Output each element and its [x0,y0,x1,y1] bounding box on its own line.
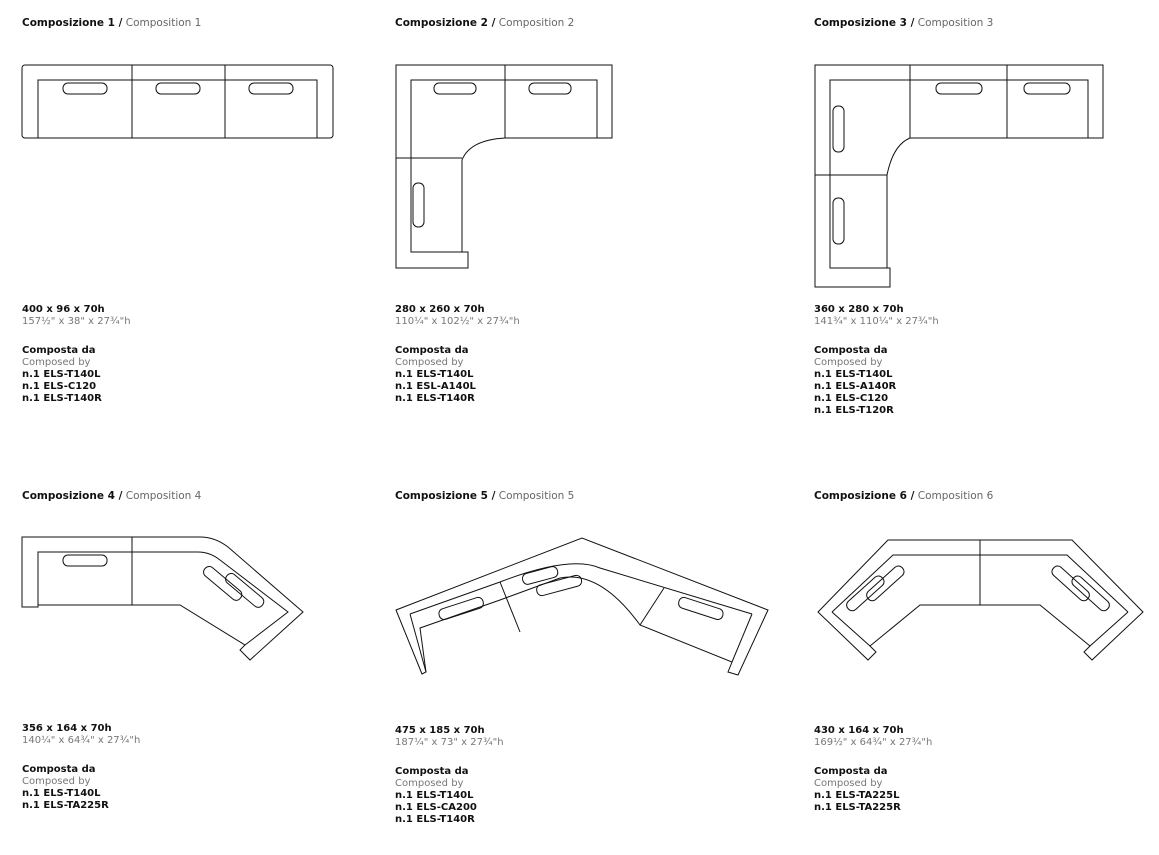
sofa-plan-drawing [21,536,304,661]
part-item: n.1 ELS-C120 [814,393,889,404]
part-item: n.1 ELS-TA225L [814,790,900,801]
dimensions-inches: 169½" x 64¾" x 27¾"h [814,737,933,748]
dimensions-inches: 141¾" x 110¼" x 27¾"h [814,316,939,327]
part-item: n.1 ELS-T140L [395,369,474,380]
dimensions-inches: 110¼" x 102½" x 27¾"h [395,316,520,327]
composed-label-en: Composed by [395,357,464,368]
composed-label-it: Composta da [395,345,469,356]
part-item: n.1 ESL-A140L [395,381,476,392]
composed-label-it: Composta da [814,766,888,777]
part-item: n.1 ELS-TA225R [22,800,109,811]
sofa-plan-drawing [21,64,334,139]
composed-label-it: Composta da [22,764,96,775]
composition-info: 430 x 164 x 70h 169½" x 64¾" x 27¾"h Com… [814,725,932,814]
part-item: n.1 ELS-A140R [814,381,897,392]
composed-label-en: Composed by [814,357,883,368]
composed-label-it: Composta da [22,345,96,356]
composition-info: 400 x 96 x 70h 157½" x 38" x 27¾"h Compo… [22,304,131,405]
sofa-plan-drawing [395,537,769,676]
composition-info: 280 x 260 x 70h 110¼" x 102½" x 27¾"h Co… [395,304,520,405]
part-item: n.1 ELS-TA225R [814,802,901,813]
composed-label-en: Composed by [22,357,91,368]
part-item: n.1 ELS-T140L [22,369,101,380]
composed-label-en: Composed by [22,776,91,787]
composition-info: 356 x 164 x 70h 140¼" x 64¾" x 27¾"h Com… [22,723,140,812]
dimensions-inches: 140¼" x 64¾" x 27¾"h [22,735,141,746]
sofa-plan-drawing [814,64,1104,288]
dimensions-cm: 280 x 260 x 70h [395,304,485,315]
part-item: n.1 ELS-T140L [22,788,101,799]
composed-label-it: Composta da [814,345,888,356]
composition-title: Composizione 6 / Composition 6 [814,490,994,502]
sofa-plan-drawing [395,64,613,269]
part-item: n.1 ELS-T140R [395,814,475,825]
dimensions-cm: 360 x 280 x 70h [814,304,904,315]
dimensions-inches: 187¼" x 73" x 27¾"h [395,737,504,748]
dimensions-cm: 400 x 96 x 70h [22,304,105,315]
composition-title: Composizione 4 / Composition 4 [22,490,202,502]
part-item: n.1 ELS-T140L [814,369,893,380]
part-item: n.1 ELS-T140L [395,790,474,801]
composition-title: Composizione 5 / Composition 5 [395,490,575,502]
part-item: n.1 ELS-T120R [814,405,894,416]
composition-title: Composizione 2 / Composition 2 [395,17,575,29]
composition-info: 360 x 280 x 70h 141¾" x 110¼" x 27¾"h Co… [814,304,939,417]
composition-info: 475 x 185 x 70h 187¼" x 73" x 27¾"h Comp… [395,725,504,826]
composition-title: Composizione 1 / Composition 1 [22,17,202,29]
dimensions-cm: 475 x 185 x 70h [395,725,485,736]
dimensions-cm: 356 x 164 x 70h [22,723,112,734]
part-item: n.1 ELS-T140R [395,393,475,404]
composed-label-en: Composed by [395,778,464,789]
part-item: n.1 ELS-CA200 [395,802,477,813]
composition-title: Composizione 3 / Composition 3 [814,17,994,29]
part-item: n.1 ELS-T140R [22,393,102,404]
part-item: n.1 ELS-C120 [22,381,97,392]
dimensions-cm: 430 x 164 x 70h [814,725,904,736]
sofa-plan-drawing [817,539,1144,661]
composed-label-en: Composed by [814,778,883,789]
composed-label-it: Composta da [395,766,469,777]
dimensions-inches: 157½" x 38" x 27¾"h [22,316,131,327]
